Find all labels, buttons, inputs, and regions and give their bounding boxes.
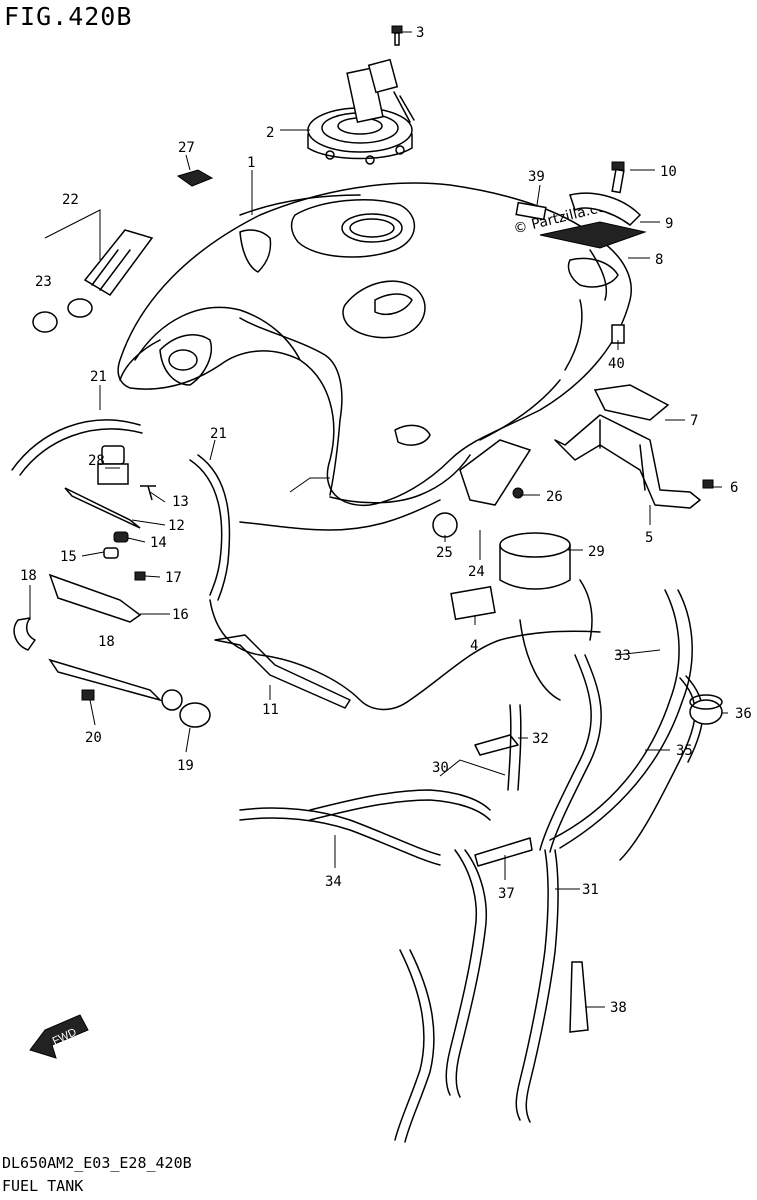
part-7 <box>593 384 670 421</box>
diagram-name: FUEL TANK <box>2 1177 84 1195</box>
callout-2: 2 <box>266 125 274 141</box>
part-8 <box>539 221 647 249</box>
callout-19: 19 <box>177 758 194 774</box>
callout-23: 23 <box>35 274 52 290</box>
callout-24: 24 <box>468 564 485 580</box>
callout-12: 12 <box>168 518 185 534</box>
callout-3: 3 <box>416 25 424 41</box>
diagram-code: DL650AM2_E03_E28_420B <box>2 1154 192 1172</box>
clip-38 <box>569 961 589 1033</box>
callout-18b: 18 <box>98 634 115 650</box>
callout-5: 5 <box>645 530 653 546</box>
callout-7: 7 <box>690 413 698 429</box>
part-27 <box>176 169 214 187</box>
callout-9: 9 <box>665 216 673 232</box>
callout-11: 11 <box>262 702 279 718</box>
callout-29: 29 <box>588 544 605 560</box>
callout-16: 16 <box>172 607 189 623</box>
part-9 <box>569 192 642 226</box>
leader-lines <box>29 31 728 1008</box>
hoses <box>11 419 704 1143</box>
callout-36: 36 <box>735 706 752 722</box>
callout-21b: 21 <box>210 426 227 442</box>
callout-8: 8 <box>655 252 663 268</box>
callout-32: 32 <box>532 731 549 747</box>
callout-18a: 18 <box>20 568 37 584</box>
callout-39: 39 <box>528 169 545 185</box>
callout-33: 33 <box>614 648 631 664</box>
callout-28: 28 <box>88 453 105 469</box>
callout-40: 40 <box>608 356 625 372</box>
callout-25: 25 <box>436 545 453 561</box>
callout-14: 14 <box>150 535 167 551</box>
callout-27: 27 <box>178 140 195 156</box>
fuel-cap <box>307 58 415 165</box>
callout-10: 10 <box>660 164 677 180</box>
small-parts-left <box>13 445 211 728</box>
callout-labels: 3 2 1 27 22 23 39 10 9 8 40 7 6 5 26 29 … <box>20 25 752 1016</box>
callout-20: 20 <box>85 730 102 746</box>
callout-22: 22 <box>62 192 79 208</box>
figure-title: FIG.420B <box>4 2 133 31</box>
callout-13: 13 <box>172 494 189 510</box>
fuel-tank <box>117 182 632 507</box>
callout-15: 15 <box>60 549 77 565</box>
callout-35: 35 <box>676 743 693 759</box>
part-24-25-26 <box>432 439 532 538</box>
part-22-23 <box>32 229 154 333</box>
callout-21a: 21 <box>90 369 107 385</box>
clamp-29 <box>499 532 571 590</box>
callout-37: 37 <box>498 886 515 902</box>
callout-38: 38 <box>610 1000 627 1016</box>
screw-3 <box>391 25 403 46</box>
callout-26: 26 <box>546 489 563 505</box>
callout-34: 34 <box>325 874 342 890</box>
part-4 <box>450 585 496 621</box>
callout-4: 4 <box>470 638 478 654</box>
callout-6: 6 <box>730 480 738 496</box>
part-39 <box>515 201 547 221</box>
callout-17: 17 <box>165 570 182 586</box>
callout-30: 30 <box>432 760 449 776</box>
bracket-5 <box>554 414 714 509</box>
fwd-arrow: FWD <box>29 1014 89 1059</box>
callout-1: 1 <box>247 155 255 171</box>
cap-36 <box>689 694 723 725</box>
callout-31: 31 <box>582 882 599 898</box>
bolt-10 <box>611 161 625 194</box>
